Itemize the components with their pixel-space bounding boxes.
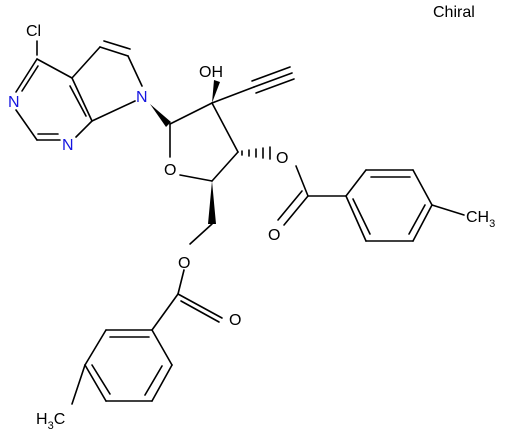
ester1-carbonyl-oxygen-label: O [268,227,280,244]
ester2-carbonyl-oxygen-label: O [229,312,241,329]
nitrogen-n1-label: N [62,137,74,154]
pyrimidine-ring [15,40,93,141]
ester-right [277,165,465,242]
chlorine-label: Cl [26,23,41,40]
methyl-right-label: CH3 [466,209,495,230]
nitrogen-n7-label: N [136,89,148,106]
pyrrole-ring [71,40,143,122]
ester-left [71,269,223,405]
hydroxyl-label: OH [199,64,223,81]
hashed-bond-c3-o [241,146,271,160]
furanose-ring [150,66,295,245]
chiral-flag: Chiral [433,4,475,21]
ester2-oxygen-label: O [178,255,190,272]
ring-oxygen-label: O [164,162,176,179]
nitrogen-n3-label: N [8,94,20,111]
methyl-left-label: H3C [36,411,65,432]
ester1-oxygen-label: O [276,150,288,167]
